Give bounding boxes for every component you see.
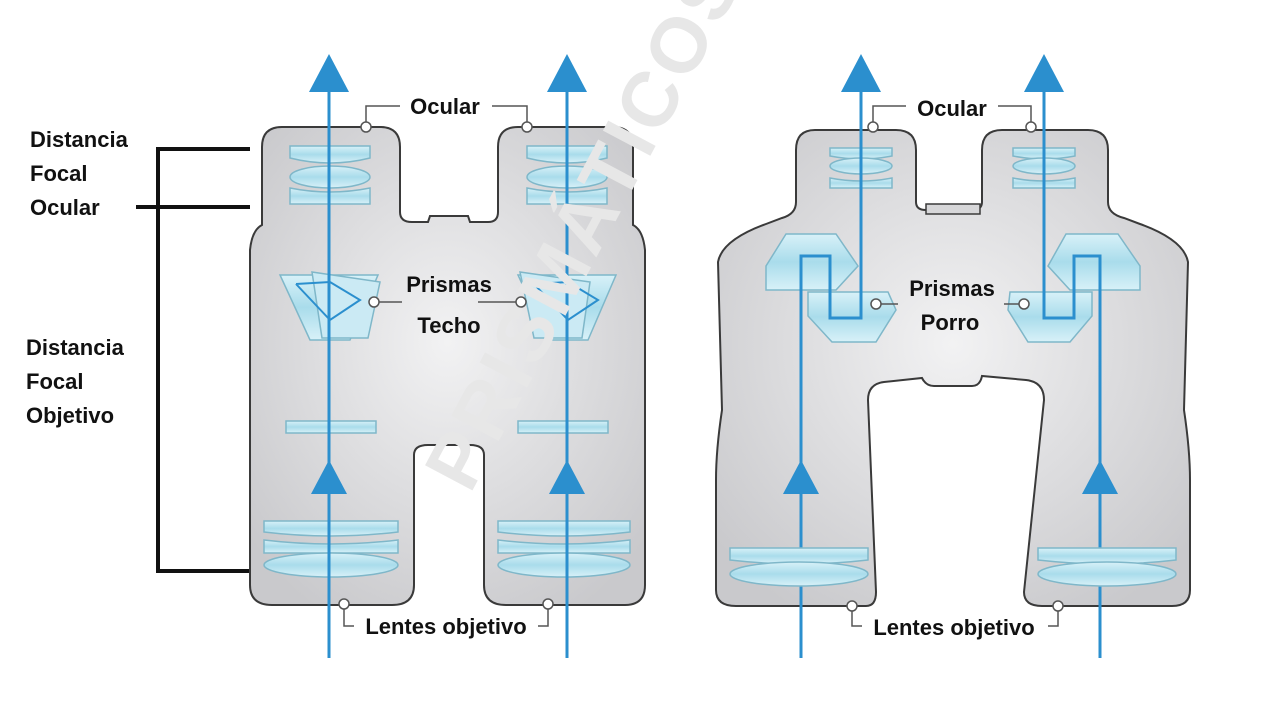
roof-binocular-body	[249, 126, 646, 606]
porro-objective-lenses	[729, 547, 1177, 587]
porro-hinge	[925, 203, 981, 215]
focal-length-scale: Distancia Focal Ocular Distancia Focal O…	[26, 127, 250, 573]
roof-prism-label-line-2: Techo	[417, 313, 480, 338]
roof-focus-lenses	[285, 420, 609, 434]
porro-prism-label-line-1: Prismas	[909, 276, 995, 301]
eyepiece-focal-line-2: Focal	[30, 161, 87, 186]
objective-focal-line-1: Distancia	[26, 335, 125, 360]
porro-prism-ray-path	[799, 86, 1102, 658]
roof-prism-label-line-1: Prismas	[406, 272, 492, 297]
roof-eyepiece-label: Ocular	[410, 94, 480, 119]
roof-prism-binocular: Ocular Prismas Techo Lentes objetivo	[249, 54, 646, 658]
roof-prism-ray-path	[295, 280, 600, 322]
objective-focal-line-2: Focal	[26, 369, 83, 394]
porro-eyepiece-lenses	[829, 147, 1076, 189]
eyepiece-focal-line-1: Distancia	[30, 127, 129, 152]
porro-binocular-body	[715, 129, 1191, 607]
roof-callout-markers	[338, 121, 554, 610]
roof-objective-label: Lentes objetivo	[365, 614, 526, 639]
porro-prism-label-line-2: Porro	[921, 310, 980, 335]
porro-light-arrows	[783, 54, 1118, 494]
roof-light-rays	[309, 54, 587, 658]
objective-focal-line-3: Objetivo	[26, 403, 114, 428]
porro-objective-label: Lentes objetivo	[873, 615, 1034, 640]
porro-callout-markers	[846, 121, 1064, 612]
porro-prism-binocular: Ocular Prismas Porro Lentes objetivo	[715, 54, 1191, 658]
porro-eyepiece-label: Ocular	[917, 96, 987, 121]
porro-callout-lines	[851, 105, 1059, 627]
eyepiece-focal-line-3: Ocular	[30, 195, 100, 220]
roof-objective-lenses	[263, 520, 631, 578]
